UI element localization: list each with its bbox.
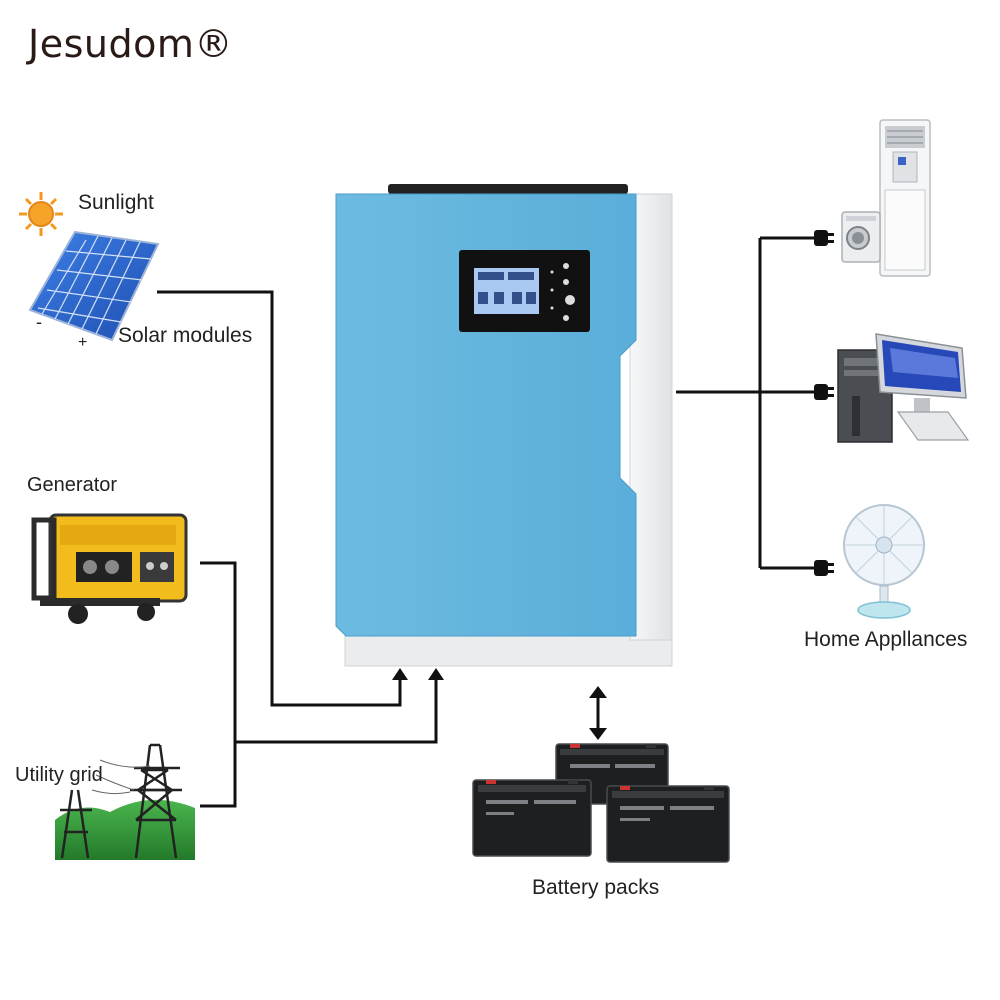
washing-machine-icon (841, 211, 881, 263)
solar-minus-label: - (36, 312, 42, 332)
inverter-icon (335, 184, 673, 667)
brand-logo: Jesudom® (28, 22, 233, 66)
home-appliances-label: Home Appllances (804, 628, 968, 651)
solar-plus-label: + (78, 334, 88, 351)
battery-packs-label: Battery packs (532, 876, 660, 899)
fan-icon (843, 504, 925, 619)
double-arrow-icon (589, 686, 607, 740)
power-tower-icon (55, 743, 195, 860)
utility-grid-label: Utility grid (15, 764, 103, 786)
air-conditioner-icon (879, 119, 931, 277)
battery-icon (472, 779, 592, 857)
desktop-computer-icon (837, 333, 970, 443)
sun-icon (19, 192, 63, 236)
solar-modules-label: Solar modules (118, 324, 253, 347)
generator-label: Generator (27, 474, 118, 496)
battery-icon (606, 785, 730, 863)
solar-panel-icon (28, 230, 160, 342)
plug-icon (814, 384, 834, 400)
solar-wire (157, 290, 402, 707)
generator-icon (31, 513, 188, 624)
arrow-up-icon (428, 668, 444, 680)
plug-icon (814, 560, 834, 576)
arrow-up-icon (392, 668, 408, 680)
sunlight-label: Sunlight (78, 191, 154, 214)
wires (157, 236, 816, 808)
plug-icon (814, 230, 834, 246)
grid-wire (200, 742, 237, 808)
